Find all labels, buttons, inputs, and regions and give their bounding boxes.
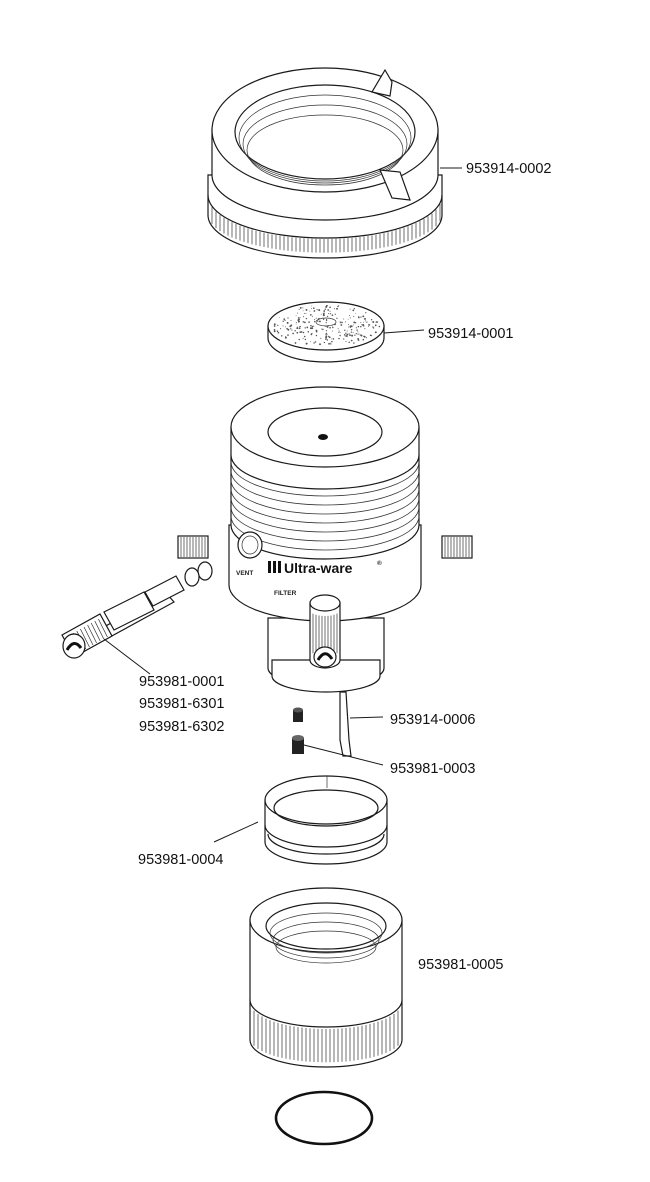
filter-marking: FILTER — [274, 590, 297, 597]
part-label-adapter-fitting-alt-2: 953981-6302 — [139, 719, 224, 735]
part-label-filter-disc: 953914-0001 — [428, 326, 513, 342]
filter-disc-drawing — [267, 301, 385, 363]
cap-drawing — [207, 67, 443, 259]
adapter-fitting-drawing — [61, 561, 213, 659]
part-label-cap: 953914-0002 — [466, 161, 551, 177]
main-body-drawing: Ultra-ware ® VENT FILTER — [177, 386, 473, 693]
part-label-ring: 953981-0004 — [138, 852, 223, 868]
bottom-collar-drawing — [249, 887, 403, 1068]
brand-trademark: ® — [377, 559, 382, 567]
part-label-adapter-fitting-alt-1: 953981-6301 — [139, 696, 224, 712]
leader-lines — [103, 167, 462, 843]
pin-drawing — [339, 691, 352, 757]
part-labels: 953914-0002 953914-0001 953981-0001 9539… — [138, 161, 551, 973]
part-label-adapter-fitting: 953981-0001 — [139, 674, 224, 690]
part-label-bottom-collar: 953981-0005 — [418, 957, 503, 973]
set-screw-drawing — [292, 707, 304, 754]
vent-marking: VENT — [236, 570, 253, 577]
brand-name: Ultra-ware — [284, 560, 353, 576]
part-label-pin: 953914-0006 — [390, 712, 475, 728]
o-ring-drawing — [274, 1090, 374, 1146]
part-label-set-screw: 953981-0003 — [390, 761, 475, 777]
ring-drawing — [264, 775, 388, 865]
